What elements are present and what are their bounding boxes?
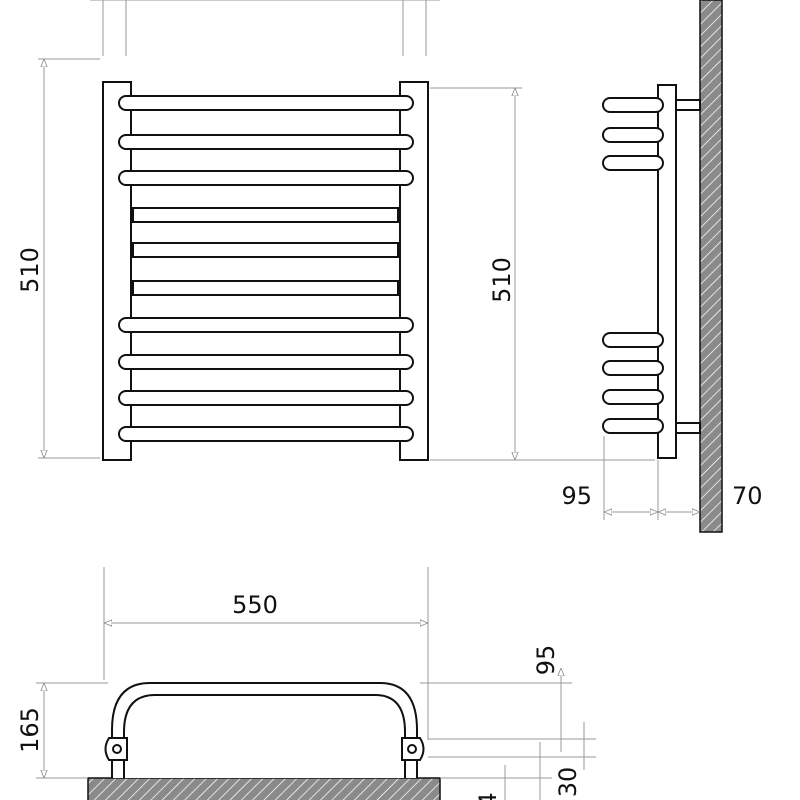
wall-gap-label: 70	[732, 482, 763, 510]
rail	[118, 170, 414, 186]
rail	[118, 134, 414, 150]
side-rail	[602, 360, 664, 376]
side-depth-dimensions: 95 70	[561, 436, 763, 520]
height-label-right: 510	[488, 257, 516, 303]
bolt-icon	[112, 744, 122, 754]
height-label-left: 510	[16, 247, 44, 293]
rail	[132, 242, 399, 258]
rail	[118, 95, 414, 111]
side-rail	[602, 389, 664, 405]
side-rail	[602, 418, 664, 434]
bolt-icon	[407, 744, 417, 754]
rail-depth-label: 95	[561, 482, 592, 510]
front-height-dimension-right: 510	[430, 87, 655, 461]
front-height-dimension-left: 510	[16, 58, 100, 459]
rail	[118, 426, 414, 442]
side-rail	[602, 332, 664, 348]
side-rail	[602, 97, 664, 113]
side-rail	[602, 155, 664, 171]
side-rails	[602, 97, 664, 434]
bottom-dimensions: 550 165 95 4 6 30	[16, 567, 596, 800]
rail	[132, 280, 399, 296]
rail	[118, 390, 414, 406]
dim-a-label: 4	[474, 792, 502, 800]
side-view	[602, 0, 723, 533]
bottom-view	[87, 682, 441, 800]
rail	[118, 354, 414, 370]
front-view	[102, 81, 429, 461]
offset-top-label: 95	[532, 645, 560, 676]
rails	[118, 95, 414, 442]
width-label: 550	[232, 591, 278, 619]
right-bracket	[401, 737, 425, 761]
wall-bracket-top	[675, 99, 701, 111]
wall-hatch	[699, 0, 723, 533]
top-dimension	[90, 0, 440, 56]
rail	[118, 317, 414, 333]
left-bracket	[104, 737, 128, 761]
height-label: 165	[16, 707, 44, 753]
rail	[132, 207, 399, 223]
side-rail	[602, 127, 664, 143]
floor-hatch	[87, 777, 441, 800]
wall-bracket-bottom	[675, 422, 701, 434]
dim-c-label: 30	[554, 767, 582, 798]
